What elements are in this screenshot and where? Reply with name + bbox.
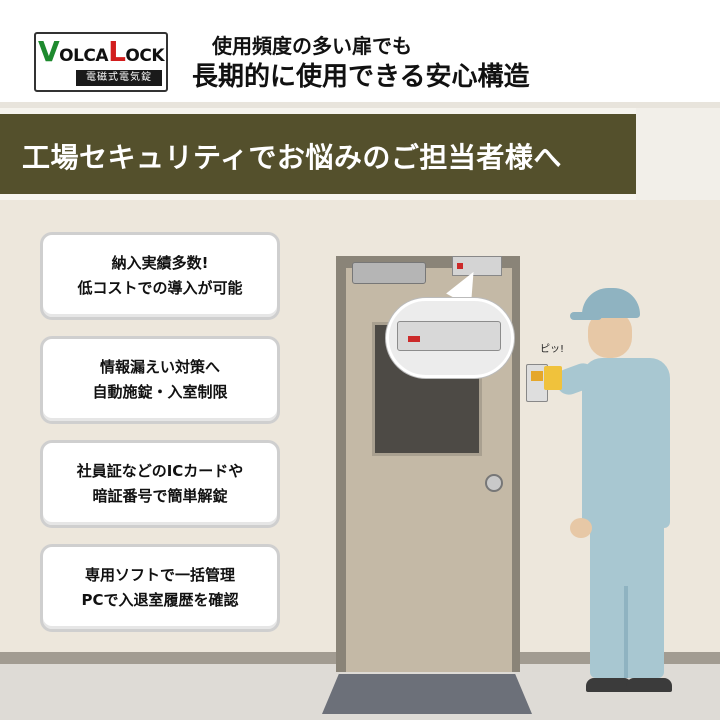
worker-leg-gap xyxy=(624,586,628,678)
banner-title: 工場セキュリティでお悩みのご担当者様へ xyxy=(22,141,562,174)
volcalock-logo: VOLCALOCK 電磁式電気錠 xyxy=(34,32,168,92)
reader-screen xyxy=(531,371,543,381)
banner-shadow xyxy=(0,102,720,108)
worker-hand xyxy=(570,518,592,538)
logo-letter-l: L xyxy=(108,35,126,68)
lock-indicator xyxy=(457,263,463,269)
worker-illustration xyxy=(544,286,690,706)
logo-letters-olca: OLCA xyxy=(59,46,109,66)
header-tagline-line1: 使用頻度の多い扉でも xyxy=(212,34,412,58)
header: VOLCALOCK 電磁式電気錠 使用頻度の多い扉でも 長期的に使用できる安心構… xyxy=(0,0,720,102)
header-tagline-line2: 長期的に使用できる安心構造 xyxy=(192,62,530,92)
logo-letters-ock: OCK xyxy=(125,46,165,66)
worker-cap-brim xyxy=(570,312,602,320)
feature-card-line1: 納入実績多数! xyxy=(111,254,209,272)
feature-card-1: 納入実績多数! 低コストでの導入が可能 xyxy=(40,232,280,320)
door-knob-icon xyxy=(485,474,503,492)
feature-card-line2: 暗証番号で簡単解錠 xyxy=(92,487,228,505)
lock-closeup-indicator xyxy=(408,336,420,342)
id-card-icon xyxy=(544,366,562,390)
feature-card-line2: 低コストでの導入が可能 xyxy=(77,279,243,297)
feature-card-line1: 専用ソフトで一括管理 xyxy=(84,566,235,584)
beep-label: ピッ! xyxy=(540,344,565,355)
electromagnetic-lock xyxy=(452,256,502,276)
lock-closeup-callout xyxy=(386,298,514,378)
worker-shoe-right xyxy=(626,678,672,692)
logo-subtitle: 電磁式電気錠 xyxy=(76,70,162,86)
feature-card-2: 情報漏えい対策へ 自動施錠・入室制限 xyxy=(40,336,280,424)
feature-card-line1: 社員証などのICカードや xyxy=(76,462,244,480)
feature-card-line2: 自動施錠・入室制限 xyxy=(92,383,228,401)
worker-body xyxy=(582,358,670,528)
feature-card-line2: PCで入退室履歴を確認 xyxy=(81,591,239,609)
feature-card-3: 社員証などのICカードや 暗証番号で簡単解錠 xyxy=(40,440,280,528)
logo-wordmark: VOLCALOCK xyxy=(36,38,166,70)
lock-closeup-device xyxy=(397,321,501,351)
worker-shoe-left xyxy=(586,678,632,692)
logo-letter-v: V xyxy=(37,35,60,68)
headline-banner: 工場セキュリティでお悩みのご担当者様へ xyxy=(0,108,636,200)
floor-mat xyxy=(322,674,532,714)
door-closer xyxy=(352,262,426,284)
feature-card-4: 専用ソフトで一括管理 PCで入退室履歴を確認 xyxy=(40,544,280,632)
feature-card-line1: 情報漏えい対策へ xyxy=(99,358,220,376)
